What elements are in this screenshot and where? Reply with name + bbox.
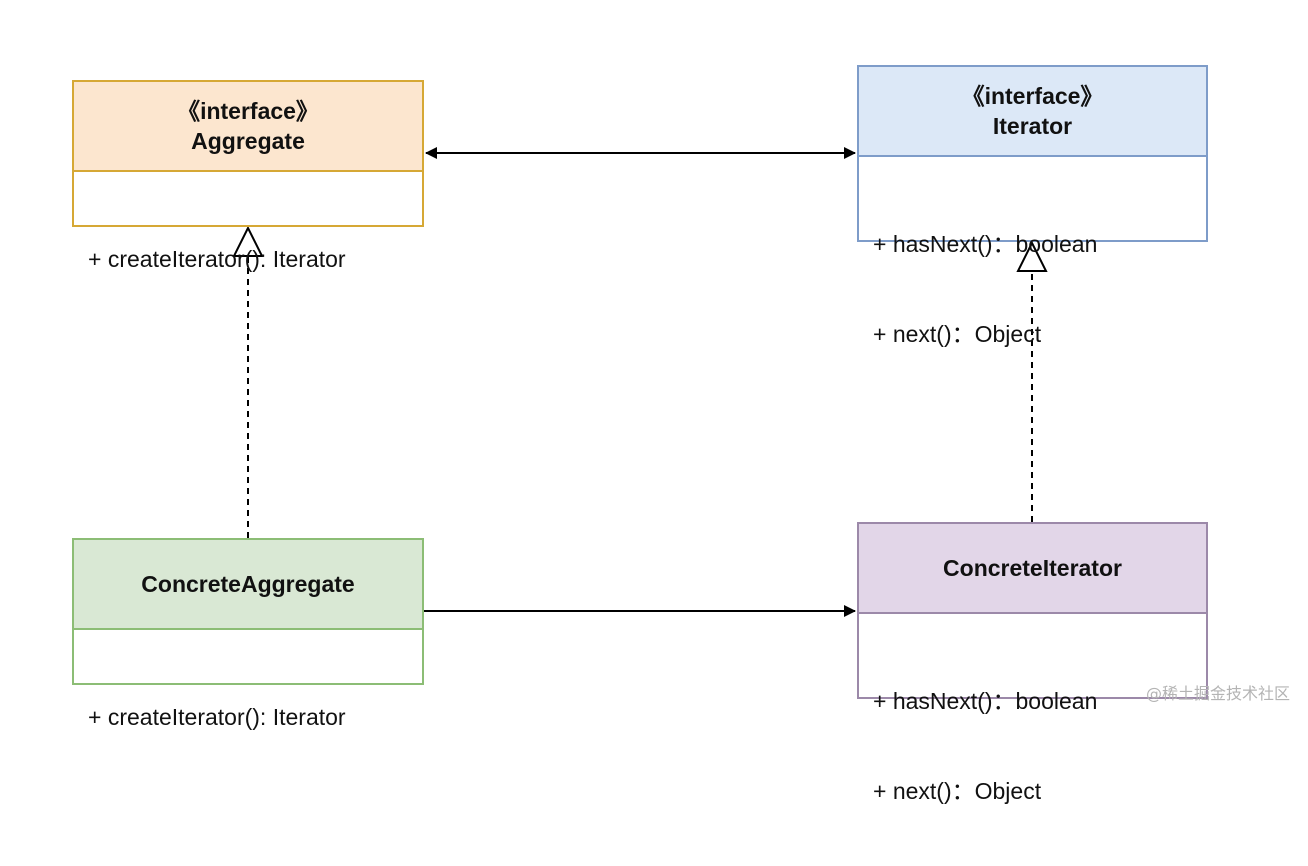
watermark: @稀土掘金技术社区: [1145, 684, 1290, 703]
class-header-aggregate: 《interface》 Aggregate: [74, 82, 422, 172]
class-aggregate: 《interface》 Aggregate + createIterator()…: [72, 80, 424, 272]
class-methods: + hasNext()：boolean + next()：Object: [859, 157, 1206, 409]
class-concrete-aggregate: ConcreteAggregate + createIterator(): It…: [72, 538, 424, 730]
class-iterator: 《interface》 Iterator + hasNext()：boolean…: [857, 65, 1208, 347]
class-methods: + createIterator(): Iterator: [74, 172, 422, 334]
class-name: ConcreteIterator: [943, 555, 1122, 581]
method-has-next: + hasNext()：boolean: [873, 231, 1098, 257]
class-concrete-iterator: ConcreteIterator + hasNext()：boolean + n…: [857, 522, 1208, 804]
method-create-iterator: + createIterator(): Iterator: [88, 246, 346, 272]
method-next: + next()：Object: [873, 321, 1042, 347]
class-header-concrete-aggregate: ConcreteAggregate: [74, 540, 422, 630]
method-next: + next()：Object: [873, 778, 1042, 804]
class-methods: + createIterator(): Iterator: [74, 630, 422, 792]
method-create-iterator: + createIterator(): Iterator: [88, 704, 346, 730]
stereotype-label: 《interface》: [177, 98, 319, 124]
class-name: ConcreteAggregate: [141, 571, 355, 597]
class-header-iterator: 《interface》 Iterator: [859, 67, 1206, 157]
class-name: Iterator: [992, 113, 1073, 139]
class-methods: + hasNext()：boolean + next()：Object: [859, 614, 1206, 866]
class-header-concrete-iterator: ConcreteIterator: [859, 524, 1206, 614]
stereotype-label: 《interface》: [961, 83, 1104, 109]
class-name: Aggregate: [191, 128, 305, 154]
method-has-next: + hasNext()：boolean: [873, 688, 1098, 714]
